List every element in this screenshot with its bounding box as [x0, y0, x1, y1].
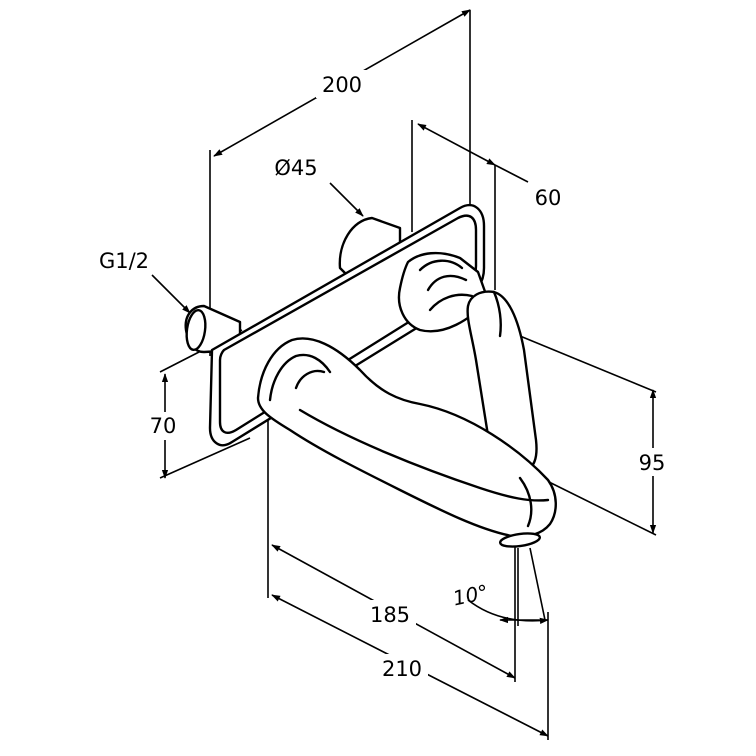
- dimension-label-70: 70: [150, 414, 177, 438]
- dimension-label-diameter: Ø45: [274, 156, 317, 180]
- dimension-label-200: 200: [322, 73, 362, 97]
- dimension-label-95: 95: [639, 451, 666, 475]
- label-bg-70: [142, 412, 184, 440]
- dimension-spout-angle: [467, 547, 549, 626]
- label-bg-200: [316, 70, 372, 98]
- dimension-label-thread: G1/2: [99, 249, 149, 273]
- label-bg-95: [630, 448, 676, 476]
- leader-thread: [151, 274, 191, 314]
- dimension-label-210: 210: [382, 657, 422, 681]
- label-bg-210: [376, 654, 428, 682]
- leader-rosette-diameter: [329, 182, 364, 217]
- dimension-label-185: 185: [370, 603, 410, 627]
- dimension-label-angle: 10°: [451, 580, 491, 611]
- mixer-handle: [397, 251, 538, 470]
- dimension-label-60: 60: [535, 186, 562, 210]
- dimension-depth: [411, 120, 529, 290]
- rosette: [338, 216, 402, 280]
- spout: [256, 337, 557, 548]
